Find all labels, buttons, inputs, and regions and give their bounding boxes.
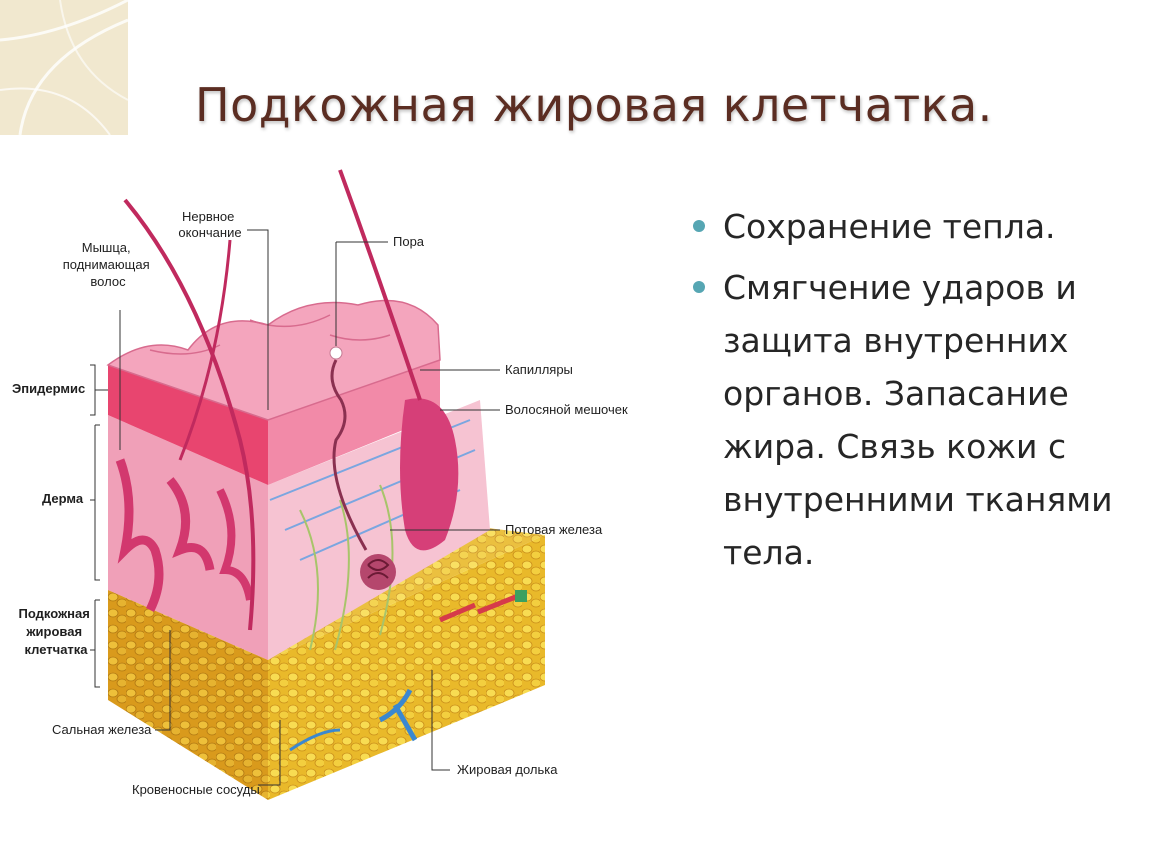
label-capillaries: Капилляры xyxy=(505,362,573,377)
bullet-text: Смягчение ударов и защита внутренних орг… xyxy=(723,268,1113,572)
bullet-dot-icon xyxy=(693,281,705,293)
hair-shaft xyxy=(178,239,232,461)
blood-vessels xyxy=(289,590,527,752)
hair-shaft xyxy=(123,198,256,631)
hair-shaft xyxy=(338,169,422,401)
label-hair-follicle: Волосяной мешочек xyxy=(505,402,628,417)
bullet-dot-icon xyxy=(693,220,705,232)
corner-decoration xyxy=(0,0,128,135)
pore-shape xyxy=(329,346,343,360)
label-fat-lobule: Жировая долька xyxy=(457,762,558,777)
slide-title: Подкожная жировая клетчатка. xyxy=(195,78,993,132)
label-muscle: Мышца, поднимающая волос xyxy=(63,240,154,289)
label-dermis: Дерма xyxy=(42,491,84,506)
epidermis-layer xyxy=(106,299,441,485)
bullet-item: Сохранение тепла. xyxy=(690,200,1130,253)
label-blood-vessels: Кровеносные сосуды xyxy=(132,782,260,797)
hair-follicle-shape xyxy=(400,398,459,551)
label-sebaceous-gland: Сальная железа xyxy=(52,722,152,737)
label-nerve-ending: Нервное окончание xyxy=(178,209,241,240)
label-sweat-gland: Потовая железа xyxy=(505,522,603,537)
bullet-text: Сохранение тепла. xyxy=(723,207,1056,246)
leader-lines xyxy=(90,229,500,786)
label-epidermis: Эпидермис xyxy=(12,381,85,396)
bullet-item: Смягчение ударов и защита внутренних орг… xyxy=(690,261,1130,579)
label-hypodermis: Подкожная жировая клетчатка xyxy=(19,606,94,657)
label-pore: Пора xyxy=(393,234,425,249)
sweat-duct xyxy=(330,359,368,551)
bullet-list: Сохранение тепла. Смягчение ударов и защ… xyxy=(690,200,1130,587)
skin-diagram: Нервное окончание Мышца, поднимающая вол… xyxy=(12,169,628,800)
